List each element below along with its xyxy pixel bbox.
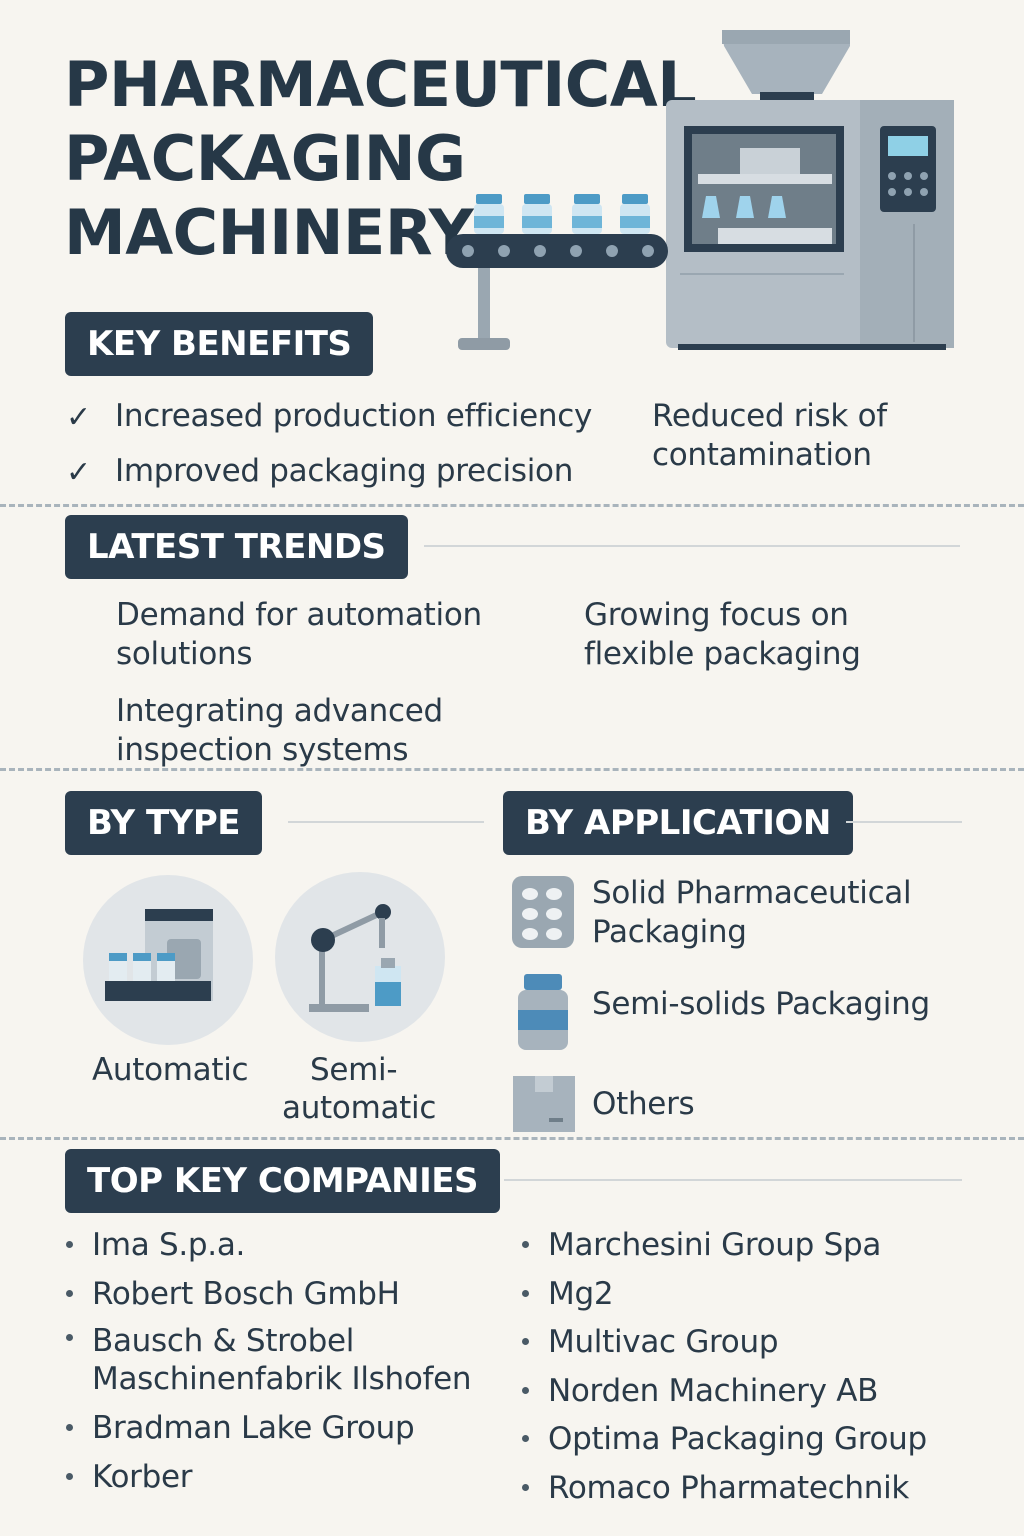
benefit-item-2: Improved packaging precision <box>115 453 574 489</box>
list-item: Bradman Lake Group <box>64 1404 471 1453</box>
page-title: PHARMACEUTICAL PACKAGING MACHINERY <box>64 48 697 270</box>
list-item: Romaco Pharmatechnik <box>520 1464 927 1513</box>
benefit-item-3-line-2: contamination <box>652 437 872 473</box>
title-line-2: PACKAGING <box>64 122 466 195</box>
bullet-icon <box>522 1338 529 1345</box>
trend-item-1-line-1: Demand for automation <box>116 597 482 633</box>
section-divider <box>0 504 1024 507</box>
bullet-icon <box>66 1241 73 1248</box>
trend-item-3-line-2: inspection systems <box>116 732 409 768</box>
bullet-icon <box>66 1289 73 1297</box>
by-application-heading: BY APPLICATION <box>503 791 853 855</box>
bullet-icon <box>66 1424 73 1431</box>
list-item: Optima Packaging Group <box>520 1415 927 1464</box>
title-line-3: MACHINERY <box>64 196 474 269</box>
trend-item-2-line-2: flexible packaging <box>584 636 861 672</box>
type-semi-automatic-line-1: Semi- <box>310 1052 398 1088</box>
list-item: Robert Bosch GmbH <box>64 1270 471 1319</box>
app-semi-solids-label: Semi-solids Packaging <box>592 986 930 1022</box>
title-line-1: PHARMACEUTICAL <box>64 48 697 121</box>
bullet-icon <box>66 1472 73 1480</box>
robotic-arm-icon <box>309 904 401 1012</box>
check-icon: ✓ <box>66 455 92 490</box>
top-companies-heading: TOP KEY COMPANIES <box>65 1149 500 1213</box>
automatic-machine-icon <box>105 909 213 1001</box>
list-item: Norden Machinery AB <box>520 1367 927 1416</box>
list-item: Marchesini Group Spa <box>520 1221 927 1270</box>
section-divider <box>0 768 1024 771</box>
check-icon: ✓ <box>66 400 92 435</box>
list-item: Multivac Group <box>520 1318 927 1367</box>
type-automatic-label: Automatic <box>92 1052 249 1088</box>
app-solid-line-2: Packaging <box>592 914 747 950</box>
bullet-icon <box>522 1241 529 1248</box>
trend-item-1-line-2: solutions <box>116 636 253 672</box>
bullet-icon <box>66 1334 73 1341</box>
key-benefits-heading: KEY BENEFITS <box>65 312 374 376</box>
benefit-item-1: Increased production efficiency <box>115 398 593 434</box>
list-item: Mg2 <box>520 1270 927 1319</box>
app-solid-line-1: Solid Pharmaceutical <box>592 875 912 911</box>
bullet-icon <box>522 1483 529 1491</box>
bullet-icon <box>522 1386 529 1394</box>
trend-item-2-line-1: Growing focus on <box>584 597 849 633</box>
jar-icon <box>518 974 568 1050</box>
type-semi-automatic-line-2: automatic <box>282 1090 437 1126</box>
list-item: Korber <box>64 1453 471 1502</box>
packaging-machine-illustration <box>446 30 954 350</box>
automatic-icon-circle <box>83 875 253 1045</box>
latest-trends-heading: LATEST TRENDS <box>65 515 408 579</box>
blister-pack-icon <box>512 876 574 948</box>
bullet-icon <box>522 1435 529 1442</box>
section-divider <box>0 1137 1024 1140</box>
by-type-heading: BY TYPE <box>65 791 262 855</box>
benefit-item-3-line-1: Reduced risk of <box>652 398 887 434</box>
list-item: Ima S.p.a. <box>64 1221 471 1270</box>
heading-rule <box>504 1179 962 1181</box>
box-icon <box>513 1076 575 1132</box>
trend-item-3-line-1: Integrating advanced <box>116 693 443 729</box>
heading-rule <box>288 821 484 823</box>
app-others-label: Others <box>592 1086 695 1122</box>
companies-list-right: Marchesini Group Spa Mg2 Multivac Group … <box>520 1221 927 1512</box>
heading-rule <box>846 821 962 823</box>
companies-list-left: Ima S.p.a. Robert Bosch GmbH Bausch & St… <box>64 1221 472 1502</box>
bullet-icon <box>522 1289 529 1297</box>
semi-automatic-icon-circle <box>275 872 445 1042</box>
heading-rule <box>424 545 960 547</box>
